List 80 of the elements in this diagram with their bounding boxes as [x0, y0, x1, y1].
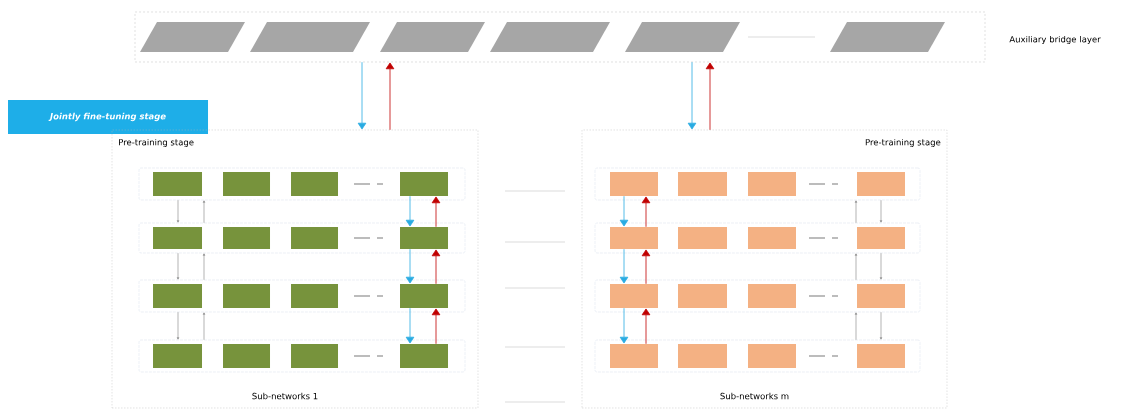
layer-row: [594, 339, 921, 373]
panel-caption: Sub-networks 1: [252, 392, 318, 400]
arrow: [619, 307, 629, 344]
arrow: [431, 196, 441, 228]
unit-block: [748, 284, 796, 308]
arrow: [202, 200, 206, 224]
unit-block: [857, 284, 905, 308]
unit-block: [678, 227, 727, 249]
arrow: [176, 199, 180, 223]
unit-block: [400, 344, 448, 368]
unit-block: [291, 172, 338, 196]
arrow: [854, 312, 858, 341]
unit-block: [678, 344, 727, 368]
panel-title: Pre-training stage: [119, 138, 194, 148]
unit-block: [291, 344, 338, 368]
arrow: [405, 195, 415, 227]
arrow: [687, 61, 697, 130]
unit-block: [610, 227, 658, 249]
layer-row: [138, 279, 466, 313]
layer-row: [138, 222, 466, 254]
unit-block: [678, 172, 727, 196]
unit-block: [153, 227, 202, 249]
unit-block: [223, 344, 270, 368]
arrow: [879, 311, 883, 340]
arrow: [879, 252, 883, 280]
arrow: [619, 248, 629, 284]
arrow: [176, 252, 180, 280]
arrow: [405, 248, 415, 284]
unit-block: [748, 344, 796, 368]
parallelogram: [490, 22, 610, 52]
unit-block: [291, 284, 338, 308]
unit-block: [400, 284, 448, 308]
stage-badge: Jointly fine-tuning stage: [8, 100, 208, 134]
unit-block: [153, 172, 202, 196]
parallelogram: [830, 22, 945, 52]
arrow: [385, 62, 395, 131]
arrow: [879, 199, 883, 223]
unit-block: [857, 227, 905, 249]
arrow: [619, 195, 629, 227]
arrow: [431, 308, 441, 345]
parallelogram: [625, 22, 740, 52]
arrow: [641, 308, 651, 345]
arrow: [431, 249, 441, 285]
unit-block: [610, 344, 658, 368]
unit-block: [748, 227, 796, 249]
parallelogram: [140, 22, 245, 52]
layer-row: [594, 167, 921, 201]
unit-block: [610, 172, 658, 196]
unit-block: [678, 284, 727, 308]
parallelogram: [380, 22, 485, 52]
arrow: [405, 307, 415, 344]
arrow: [202, 253, 206, 281]
unit-block: [400, 227, 448, 249]
unit-block: [857, 344, 905, 368]
unit-block: [153, 284, 202, 308]
layer-label: Auxiliary bridge layer: [1009, 35, 1101, 45]
arrow: [202, 312, 206, 341]
layer-row: [138, 167, 466, 201]
arrow: [357, 61, 367, 130]
layer-row: [138, 339, 466, 373]
unit-block: [291, 227, 338, 249]
unit-block: [223, 284, 270, 308]
unit-block: [857, 172, 905, 196]
parallelogram: [250, 22, 370, 52]
panel-caption: Sub-networks m: [720, 392, 789, 400]
layer-row: [594, 222, 921, 254]
unit-block: [223, 227, 270, 249]
arrow: [176, 311, 180, 340]
arrow: [641, 196, 651, 228]
layer-row: [594, 279, 921, 313]
arrow: [854, 200, 858, 224]
unit-block: [748, 172, 796, 196]
arrow: [705, 62, 715, 131]
unit-block: [610, 284, 658, 308]
panel-title: Pre-training stage: [865, 138, 941, 148]
arrow: [854, 253, 858, 281]
arrow: [641, 249, 651, 285]
unit-block: [400, 172, 448, 196]
unit-block: [223, 172, 270, 196]
unit-block: [153, 344, 202, 368]
